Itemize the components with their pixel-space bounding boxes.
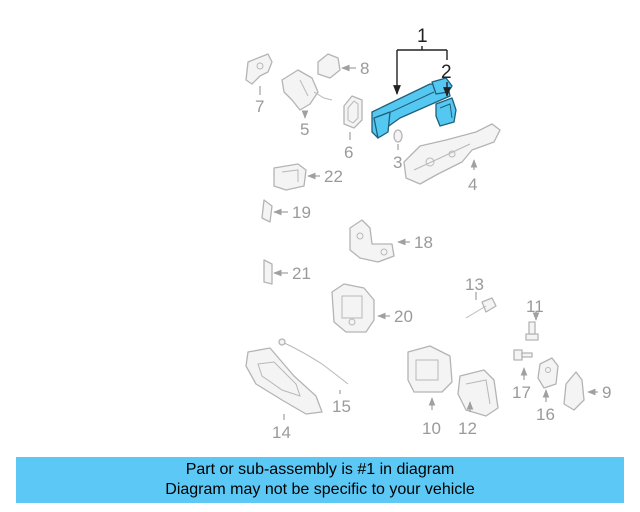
part-16-striker — [537, 357, 559, 402]
part-3-oring — [393, 129, 403, 150]
callout-4: 4 — [468, 175, 477, 194]
callout-22: 22 — [324, 167, 343, 186]
callout-1: 1 — [417, 26, 428, 47]
callout-1-leaders — [393, 46, 448, 95]
banner-line-2: Diagram may not be specific to your vehi… — [165, 481, 475, 498]
callout-18: 18 — [414, 233, 433, 252]
part-14-inside-handle — [245, 347, 323, 420]
part-4-handle-frame — [403, 123, 501, 185]
callout-20: 20 — [394, 307, 413, 326]
part-19-pad — [261, 199, 288, 223]
callout-13: 13 — [465, 275, 484, 294]
part-7-bracket — [245, 53, 273, 95]
part-6-gasket — [343, 95, 363, 140]
part-18-hinge-bracket — [349, 219, 410, 263]
callout-6: 6 — [344, 143, 353, 162]
info-banner: Part or sub-assembly is #1 in diagram Di… — [16, 457, 624, 503]
callout-2: 2 — [441, 62, 452, 83]
callout-5: 5 — [300, 120, 309, 139]
callout-3: 3 — [393, 153, 402, 172]
part-2-handle-cap — [435, 97, 457, 127]
callout-10: 10 — [422, 419, 441, 438]
callout-16: 16 — [536, 405, 555, 424]
part-12-bracket — [457, 369, 499, 417]
callout-15: 15 — [332, 397, 351, 416]
callout-17: 17 — [512, 383, 531, 402]
part-11-bolt — [525, 312, 540, 341]
part-21-pad — [263, 259, 288, 285]
callout-11: 11 — [526, 297, 544, 316]
callout-19: 19 — [292, 203, 311, 222]
banner-line-1: Part or sub-assembly is #1 in diagram — [185, 461, 455, 478]
part-22-bracket — [273, 163, 320, 191]
part-13-rod-clip — [465, 292, 497, 319]
callout-14: 14 — [272, 423, 291, 442]
parts-diagram: 1 2 3 4 5 6 7 8 9 10 11 12 13 14 15 16 1… — [245, 26, 611, 442]
part-10-lock-actuator — [407, 345, 453, 410]
part-8-cap — [317, 53, 356, 79]
callout-7: 7 — [255, 97, 264, 116]
callout-12: 12 — [458, 419, 477, 438]
callout-8: 8 — [360, 59, 369, 78]
part-5-lock-mechanism — [281, 69, 333, 119]
callout-9: 9 — [602, 383, 611, 402]
part-15-cable — [278, 338, 349, 394]
part-9-bracket — [563, 371, 598, 411]
part-20-latch-assembly — [331, 283, 390, 333]
part-17-bolt — [513, 349, 533, 380]
callout-21: 21 — [292, 264, 311, 283]
